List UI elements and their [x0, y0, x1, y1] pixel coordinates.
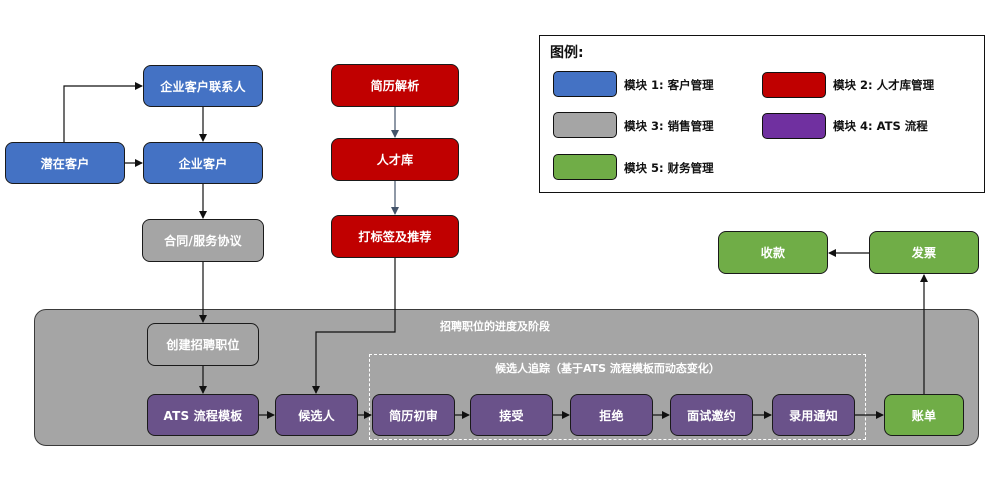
legend-swatch-finance — [553, 154, 617, 180]
legend-swatch-ats — [762, 113, 826, 139]
node-candidate[interactable]: 候选人 — [275, 394, 358, 436]
node-tag-recommend[interactable]: 打标签及推荐 — [331, 215, 459, 258]
node-bill[interactable]: 账单 — [884, 394, 964, 436]
node-stage-interview[interactable]: 面试邀约 — [670, 394, 753, 436]
recruitment-progress-label: 招聘职位的进度及阶段 — [440, 320, 550, 333]
node-contract[interactable]: 合同/服务协议 — [142, 219, 264, 262]
legend-swatch-talent — [762, 72, 826, 98]
legend-swatch-customer — [553, 71, 617, 97]
edge-potential-to-contact — [63, 82, 143, 142]
node-stage-offer[interactable]: 录用通知 — [772, 394, 855, 436]
node-enterprise-customer[interactable]: 企业客户 — [143, 142, 263, 184]
node-create-position[interactable]: 创建招聘职位 — [147, 323, 259, 366]
legend-label-ats: 模块 4: ATS 流程 — [833, 119, 928, 133]
node-stage-resume-review[interactable]: 简历初审 — [372, 394, 455, 436]
node-stage-accept[interactable]: 接受 — [470, 394, 553, 436]
node-collection[interactable]: 收款 — [718, 231, 828, 274]
candidate-tracking-label: 候选人追踪（基于ATS 流程模板而动态变化） — [495, 362, 720, 375]
node-stage-reject[interactable]: 拒绝 — [570, 394, 653, 436]
node-potential-customer[interactable]: 潜在客户 — [5, 142, 125, 184]
node-ats-template[interactable]: ATS 流程模板 — [147, 394, 259, 436]
edge-tag-to-candidate — [312, 258, 396, 394]
legend-swatch-sales — [553, 112, 617, 138]
node-talent-pool[interactable]: 人才库 — [331, 138, 459, 181]
legend-title: 图例: — [550, 45, 584, 61]
node-invoice[interactable]: 发票 — [869, 231, 979, 274]
node-enterprise-contact[interactable]: 企业客户联系人 — [143, 65, 263, 107]
legend-label-customer: 模块 1: 客户管理 — [624, 78, 714, 92]
node-resume-parse[interactable]: 简历解析 — [331, 64, 459, 107]
legend-label-talent: 模块 2: 人才库管理 — [833, 78, 935, 92]
legend-label-sales: 模块 3: 销售管理 — [624, 119, 714, 133]
legend-label-finance: 模块 5: 财务管理 — [624, 161, 714, 175]
candidate-tracking-group — [369, 354, 866, 440]
